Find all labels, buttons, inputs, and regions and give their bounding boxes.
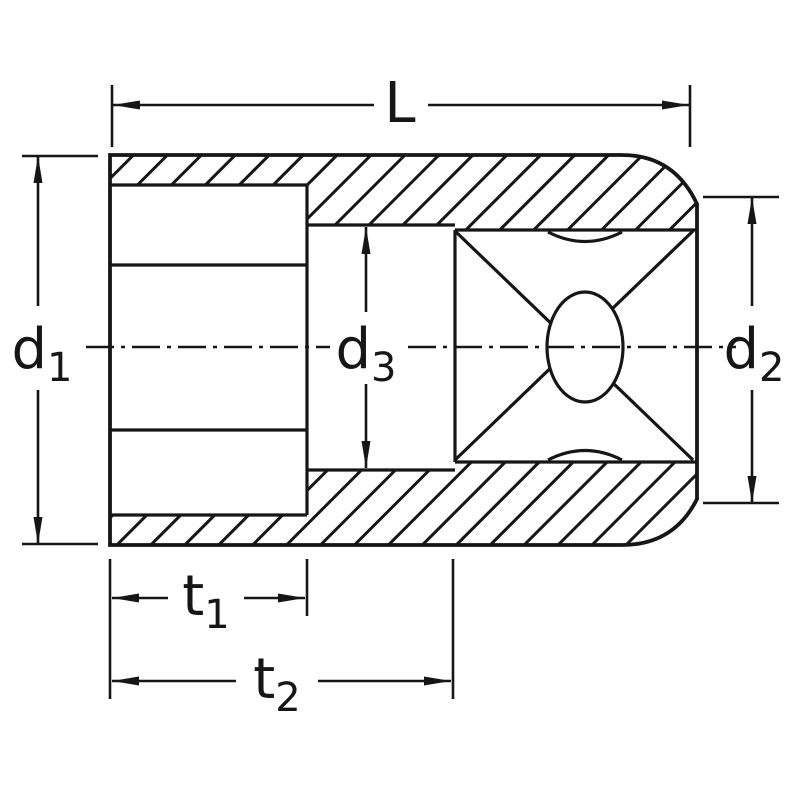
label-backdrop (330, 322, 404, 380)
arrowhead-down (747, 476, 757, 503)
label-length: L (384, 71, 415, 136)
hex-corner-lines (111, 263, 306, 432)
extension-line (703, 195, 779, 505)
pin-hole-intersection-arc-bottom (547, 449, 623, 462)
dimension-d1: d1 (12, 154, 98, 546)
arrowhead-down (361, 441, 371, 468)
label-d1: d1 (12, 317, 73, 391)
arrowhead-up (747, 197, 757, 224)
arrowhead-up (33, 156, 43, 183)
socket-body (86, 153, 736, 547)
label-t2: t2 (253, 647, 300, 721)
arrowhead-up (361, 227, 371, 254)
arrowhead-right (424, 676, 451, 686)
extension-line (110, 85, 692, 147)
arrowhead-left (112, 676, 139, 686)
dimension-t2: t2 (112, 559, 455, 721)
label-d2: d2 (724, 317, 785, 391)
arrowhead-right (278, 593, 305, 603)
dimension-d2: d2 (703, 195, 785, 505)
label-t1: t1 (182, 564, 229, 638)
arrowhead-right (662, 100, 689, 110)
dimension-d3: d3 (330, 227, 404, 468)
arrowhead-left (112, 593, 139, 603)
cross-section-hatching (110, 155, 697, 545)
dimension-length: L (110, 71, 692, 147)
arrowhead-left (113, 100, 140, 110)
label-d3: d3 (336, 317, 397, 391)
arrowhead-down (33, 517, 43, 544)
pin-hole-intersection-arc-top (547, 230, 623, 243)
extension-line (22, 154, 98, 546)
body-outline (108, 153, 699, 547)
dimension-t1: t1 (108, 559, 309, 699)
